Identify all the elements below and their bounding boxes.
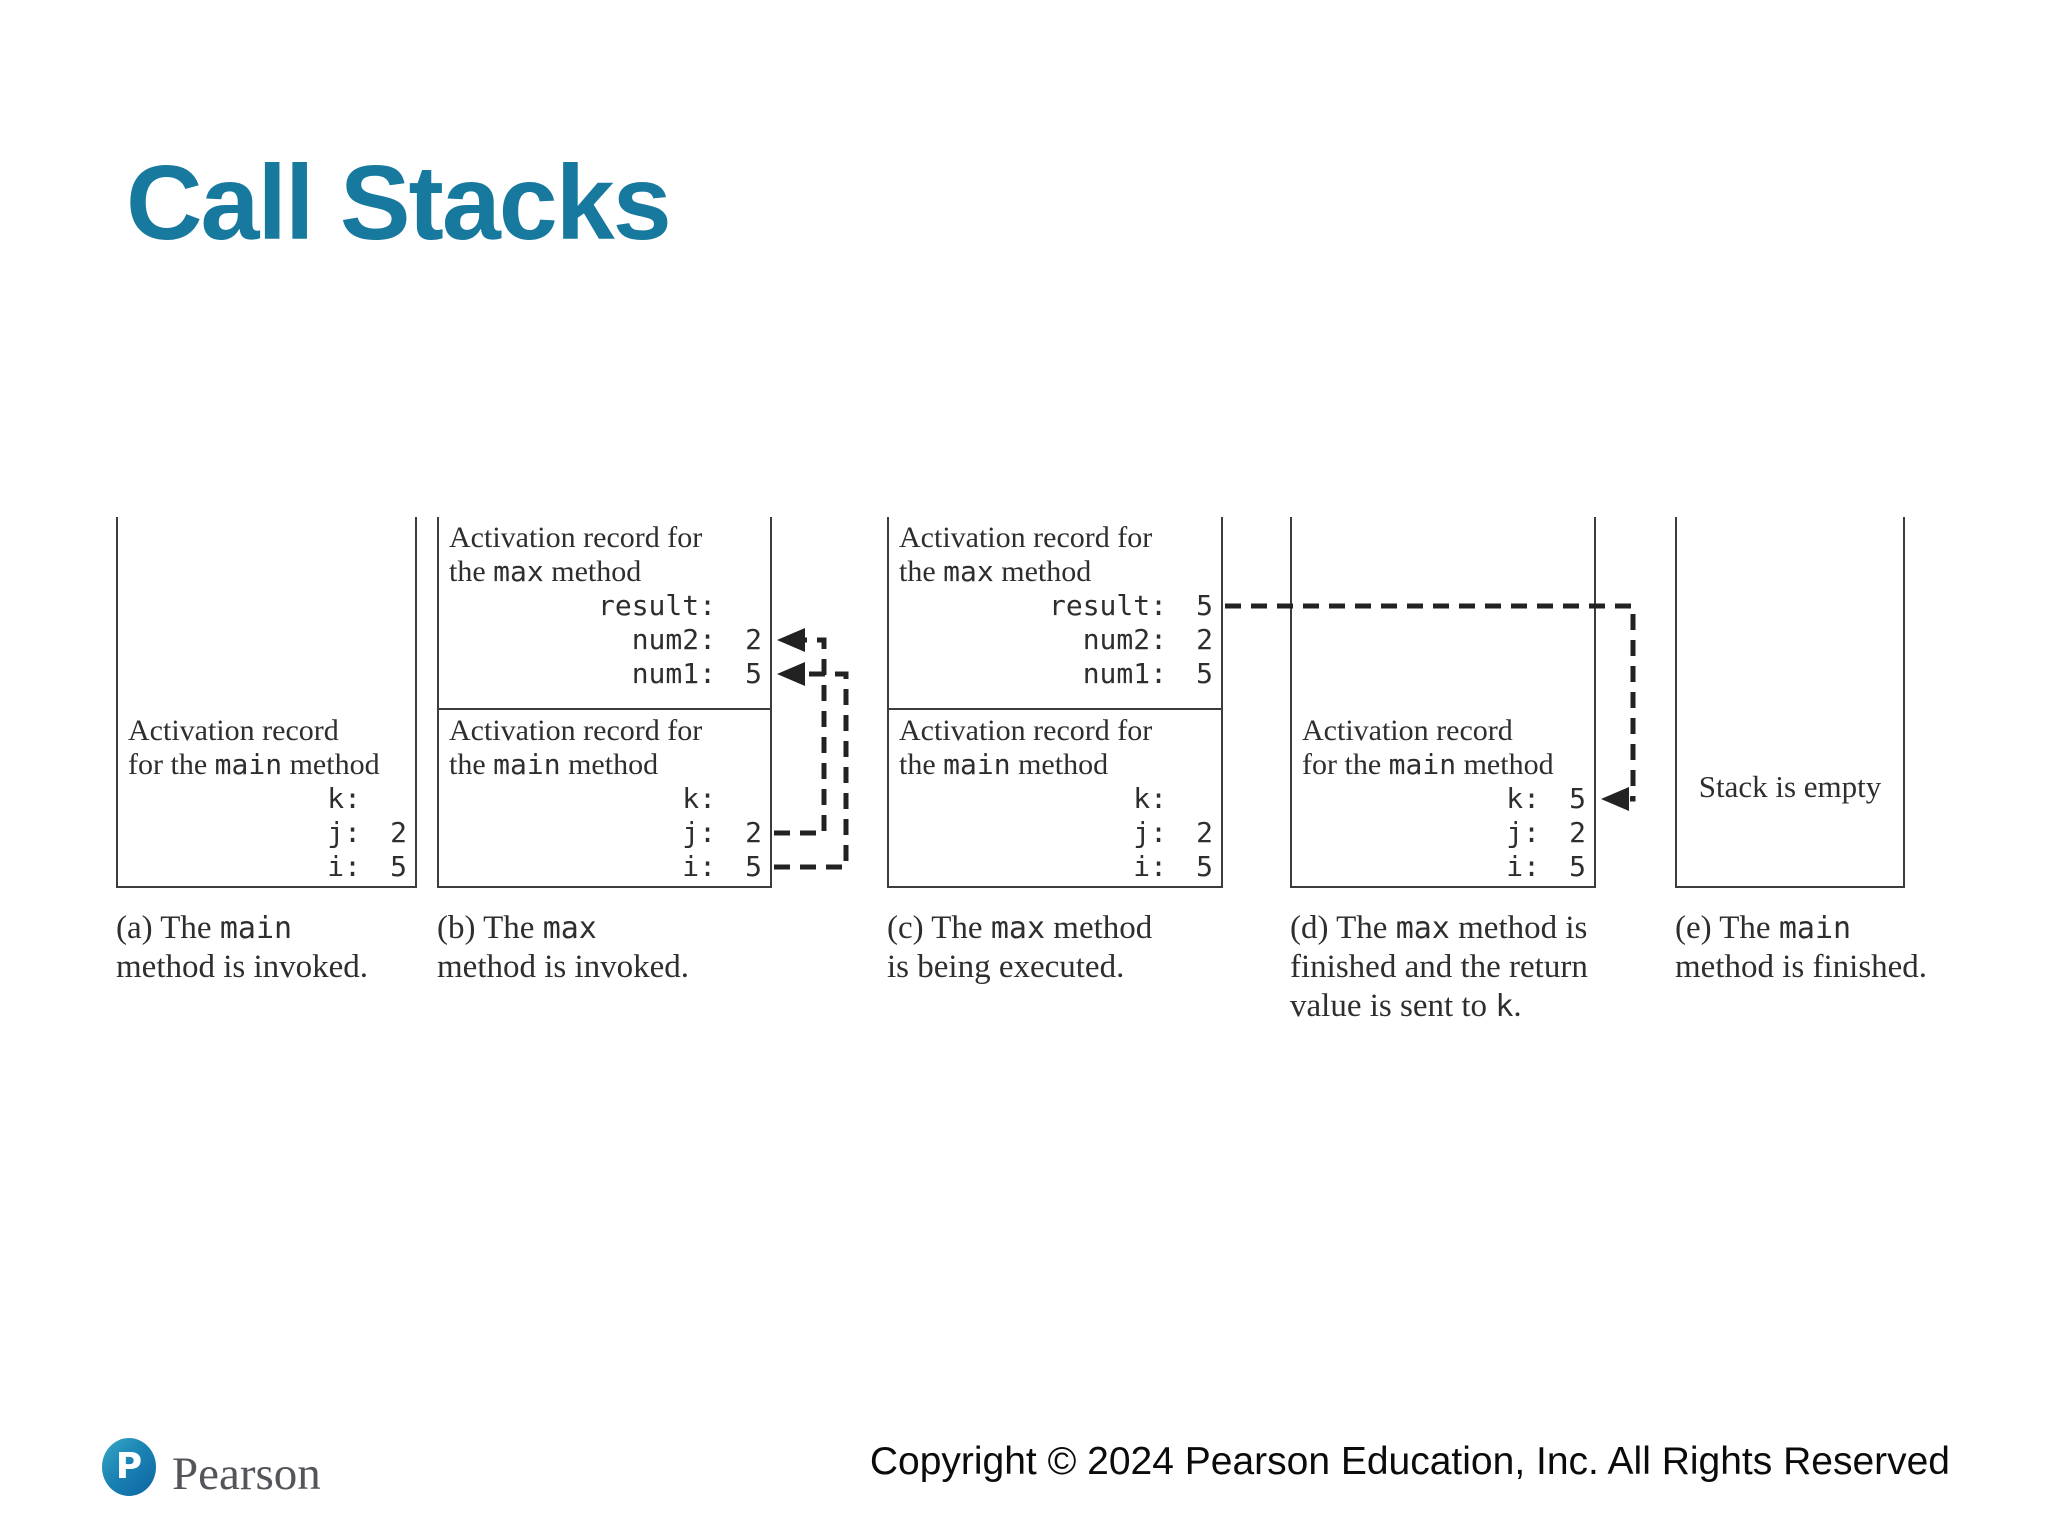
var-row: k:	[1133, 782, 1167, 815]
stack-panel-e: Stack is empty (e) The main method is fi…	[1675, 517, 1927, 985]
page-title: Call Stacks	[126, 144, 672, 262]
activation-record-main-a: Activation record for the main method k:…	[128, 714, 407, 883]
caption-d: (d) The max method is finished and the r…	[1290, 910, 1588, 1024]
stack-panel-b: Activation record for the max method res…	[437, 517, 772, 985]
var-row: num2:2	[631, 623, 762, 656]
pearson-logo-letter: P	[115, 1446, 143, 1487]
activation-record-max-c: Activation record for the max method res…	[889, 517, 1221, 710]
var-row: num1:5	[631, 657, 762, 690]
arrow-j-to-num2	[774, 637, 827, 836]
activation-record-main-d: Activation record for the main method k:…	[1302, 714, 1586, 883]
stack-panel-c: Activation record for the max method res…	[887, 517, 1223, 985]
var-row: i:5	[1133, 850, 1213, 883]
var-row: j:2	[327, 816, 407, 849]
var-row: i:5	[682, 850, 762, 883]
copyright-text: Copyright © 2024 Pearson Education, Inc.…	[869, 1440, 1950, 1483]
var-row: i:5	[1506, 850, 1586, 883]
var-row: k:	[682, 782, 716, 815]
stack-panel-d: Activation record for the main method k:…	[1290, 517, 1596, 1024]
caption-e: (e) The main method is finished.	[1675, 910, 1928, 985]
caption-c: (c) The max method is being executed.	[887, 910, 1153, 985]
caption-b: (b) The max method is invoked.	[437, 910, 690, 985]
arrowhead-num2	[777, 628, 805, 652]
var-row: result:5	[1048, 589, 1213, 622]
var-row: j:2	[1133, 816, 1213, 849]
var-row: result:	[597, 589, 716, 622]
stack-panel-a: Activation record for the main method k:…	[116, 517, 417, 985]
var-row: k:5	[1506, 782, 1586, 815]
activation-record-main-b: Activation record for the main method k:…	[449, 714, 762, 883]
var-row: j:2	[682, 816, 762, 849]
var-row: num2:2	[1082, 623, 1213, 656]
pearson-logo-icon: P	[102, 1438, 156, 1496]
arrow-i-to-num1	[774, 671, 849, 870]
var-row: j:2	[1506, 816, 1586, 849]
arrowhead-k	[1601, 787, 1629, 811]
activation-record-main-c: Activation record for the main method k:…	[899, 714, 1213, 883]
var-row: i:5	[327, 850, 407, 883]
var-row: k:	[327, 782, 361, 815]
stack-empty-label: Stack is empty	[1698, 769, 1882, 804]
brand-wordmark: Pearson	[172, 1448, 321, 1500]
caption-a: (a) The main method is invoked.	[116, 910, 369, 985]
arrowhead-num1	[777, 662, 805, 686]
var-row: num1:5	[1082, 657, 1213, 690]
activation-record-max-b: Activation record for the max method res…	[439, 517, 770, 710]
